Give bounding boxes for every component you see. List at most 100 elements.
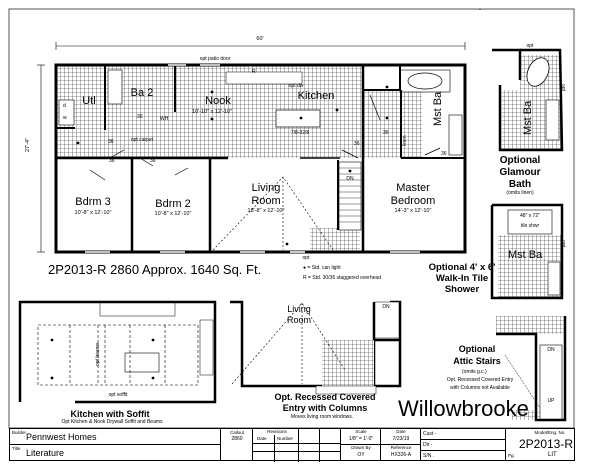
overall-depth-label: 27'-4" bbox=[25, 137, 31, 152]
linen-label: linen bbox=[402, 135, 408, 146]
shower-room-label: Mst Ba bbox=[508, 249, 543, 261]
entry-dn-label: DN bbox=[382, 304, 390, 310]
reference-value: HX326-A bbox=[390, 452, 412, 458]
rev-number-label: Number bbox=[277, 436, 294, 441]
door-size-label: 36 bbox=[441, 151, 447, 157]
drawn-by-cell: Drawn By OY bbox=[340, 444, 381, 461]
glamour-opt-label: opt bbox=[526, 43, 534, 49]
attic-note-3: with Columns not Available bbox=[450, 385, 510, 391]
room-nook: Nook bbox=[205, 95, 231, 107]
opt-soffit-label: opt soffit bbox=[108, 392, 128, 398]
attic-note-2: Opt. Recessed Covered Entry bbox=[446, 377, 514, 383]
callout-label: Callout bbox=[229, 430, 245, 435]
glamour-opt-window-label: opt bbox=[560, 84, 566, 91]
revisions-label: Revisions bbox=[267, 429, 287, 434]
door-size-label: 36 bbox=[383, 130, 389, 136]
model-cell: Model/Eng. No. 2P2013-R Pg: LIT bbox=[505, 428, 575, 461]
room-living-line1: Living bbox=[251, 182, 281, 194]
overall-width-label: 60' bbox=[256, 36, 264, 42]
kitchen-soffit-subtitle: Opt Kitchen & Nook Drywall Soffit and Be… bbox=[61, 419, 163, 425]
sn-cell: S/N . bbox=[420, 450, 506, 461]
legend-can-light-text: = Std. can light bbox=[307, 265, 341, 271]
glamour-title-1: Optional bbox=[499, 155, 541, 166]
rev-date-label: Date bbox=[257, 436, 267, 441]
bdrm-3-size: 10'-8" x 12'-10" bbox=[74, 210, 112, 216]
title-cell: Title Literature bbox=[9, 444, 221, 461]
sn-label: S/N . bbox=[423, 453, 435, 459]
room-kitchen: Kitchen bbox=[297, 90, 335, 102]
glamour-title-2: Glamour bbox=[499, 167, 541, 178]
tub bbox=[407, 72, 443, 90]
attic-title-2: Attic Stairs bbox=[453, 356, 501, 366]
opt-patio-door-label: opt patio door bbox=[199, 56, 231, 62]
entry-note: Moves living room windows. bbox=[290, 414, 354, 420]
recessed-entry-drawing bbox=[230, 300, 402, 395]
glamour-title-3: Bath bbox=[508, 179, 532, 190]
room-bdrm-2: Bdrm 2 bbox=[155, 198, 191, 210]
cust-label: Cust - bbox=[423, 431, 437, 437]
date-label: Date bbox=[396, 429, 406, 434]
shower-opt-label: opt bbox=[560, 240, 566, 247]
attic-dn-label: DN bbox=[547, 347, 555, 353]
opt-beams-label: opt beams bbox=[95, 342, 101, 366]
glamour-room-label: Mst Ba bbox=[522, 100, 534, 135]
room-bdrm-3: Bdrm 3 bbox=[75, 196, 111, 208]
room-master-bath: Mst Ba bbox=[432, 91, 444, 126]
date-value: 7/23/19 bbox=[392, 436, 410, 442]
walkin-shower-drawing bbox=[490, 203, 564, 300]
entry-living-line2: Room bbox=[286, 315, 312, 325]
drawn-by-value: OY bbox=[357, 452, 365, 458]
date-cell: Date 7/23/19 bbox=[380, 428, 421, 445]
dryer-label: d bbox=[63, 103, 66, 109]
title-value: Literature bbox=[26, 448, 65, 458]
model-label: Model/Eng. No. bbox=[534, 430, 566, 435]
legend-can-light: ● = Std. can light bbox=[303, 265, 341, 271]
refrigerator-label: R bbox=[252, 69, 256, 75]
nook-size: 10'-10" x 12'-10" bbox=[192, 109, 232, 115]
room-master-line2: Bedroom bbox=[390, 195, 436, 207]
reference-label: Reference bbox=[390, 445, 412, 450]
shower-note: tile shwr bbox=[520, 223, 540, 229]
living-size: 18'-8" x 12'-10" bbox=[247, 208, 285, 214]
kitchen-soffit-title: Kitchen with Soffit bbox=[70, 409, 150, 419]
washer-label: w bbox=[63, 115, 67, 121]
shower-title-1: Optional 4' x 6' bbox=[428, 262, 496, 273]
builder-label: Builder bbox=[12, 430, 27, 435]
shower-title-2: Walk-In Tile bbox=[435, 273, 489, 284]
water-heater-label: WH bbox=[160, 116, 169, 122]
scale-cell: Scale 1/8" = 1'-0" bbox=[340, 428, 381, 445]
model-value: 2P2013-R bbox=[518, 437, 574, 451]
door-size-label: 36 bbox=[109, 158, 115, 164]
drawn-by-label: Drawn By bbox=[351, 445, 371, 450]
revisions-cell: Revisions Date Number bbox=[252, 428, 341, 462]
callout-value: 2860 bbox=[231, 436, 243, 442]
title-label: Title bbox=[12, 446, 21, 451]
reference-cell: Reference HX326-A bbox=[380, 444, 421, 461]
master-size: 14'-3" x 12'-10" bbox=[394, 208, 432, 214]
opt-door-label: opt bbox=[302, 255, 310, 261]
callout-cell: Callout 2860 bbox=[220, 428, 253, 461]
attic-stairs-drawing bbox=[496, 316, 567, 422]
shower-size: 48" x 72" bbox=[520, 213, 540, 219]
entry-living-line1: Living bbox=[287, 304, 311, 314]
door-size-label: 36 bbox=[354, 141, 360, 147]
dimension-27ft bbox=[37, 64, 45, 253]
entry-title-2: Entry with Columns bbox=[282, 403, 368, 413]
scale-label: Scale bbox=[355, 429, 367, 434]
glamour-note: (omits linen) bbox=[506, 190, 534, 196]
bdrm-2-size: 10'-8" x 12'-10" bbox=[154, 211, 192, 217]
shower-title-3: Shower bbox=[444, 284, 480, 295]
room-bath-2: Ba 2 bbox=[130, 87, 154, 99]
room-master-line1: Master bbox=[396, 182, 430, 194]
dlr-label: Dlr - bbox=[423, 442, 433, 448]
scale-value: 1/8" = 1'-0" bbox=[348, 436, 374, 442]
opt-carpet-label: opt carpet bbox=[130, 137, 154, 143]
kitchen-opt-dw: opt dw bbox=[288, 83, 304, 89]
dimension-60ft bbox=[55, 42, 466, 50]
kitchen-soffit-drawing bbox=[18, 300, 217, 404]
room-living-line2: Room bbox=[251, 195, 281, 207]
stairs-dn-label: DN bbox=[346, 176, 354, 182]
door-size-label: 36 bbox=[150, 158, 156, 164]
pg-label: Pg: bbox=[508, 453, 515, 458]
